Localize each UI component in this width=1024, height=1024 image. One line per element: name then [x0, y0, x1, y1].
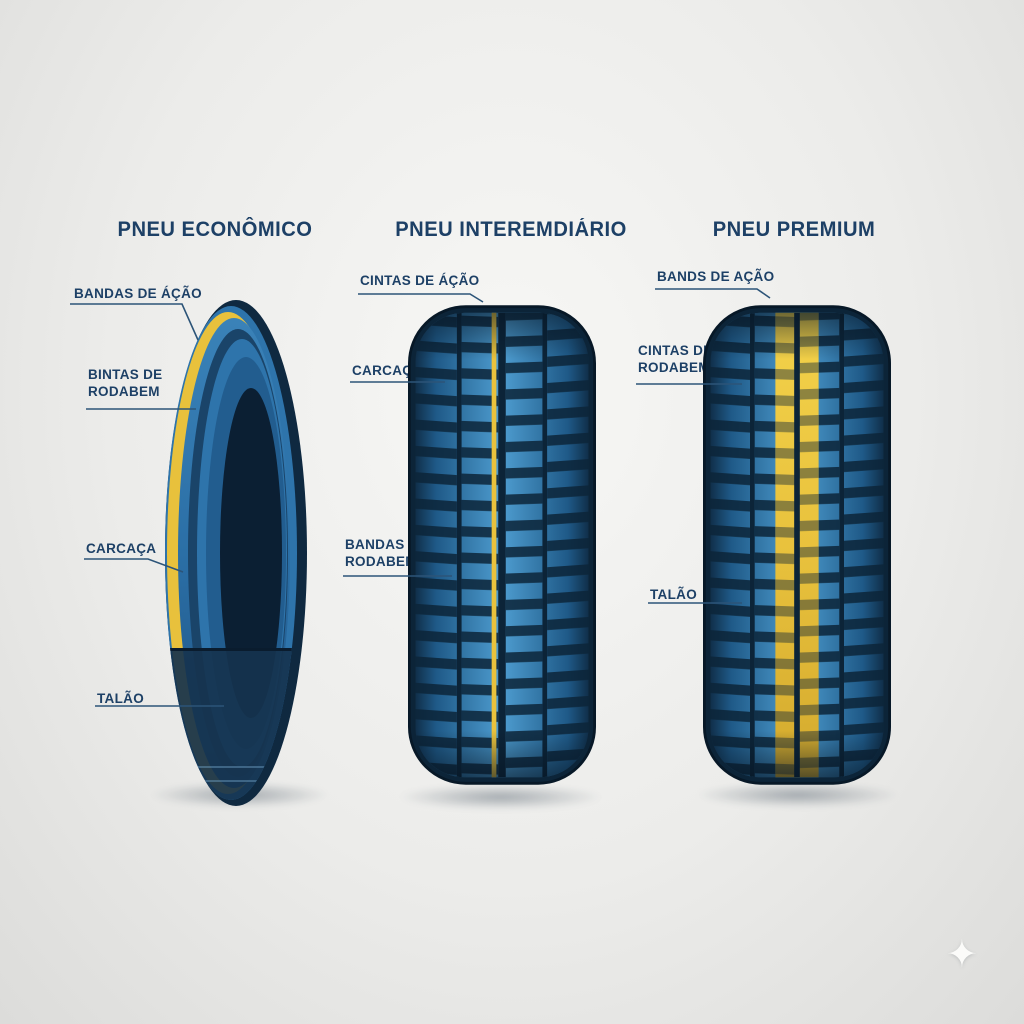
label-prem-bands-de-acao: BANDS DE AÇÃO	[657, 269, 775, 284]
label-mid-carcaca: CARCAÇA	[352, 363, 423, 378]
tire-shadow	[398, 784, 603, 810]
label-mid-cintas-de-acao: CINTAS DE ÁÇÃO	[360, 273, 480, 288]
tire-intermediario-illustration	[408, 305, 596, 785]
tire-shadow	[695, 782, 900, 808]
label-eco-carcaca: CARCAÇA	[86, 541, 157, 556]
label-eco-bintas-de-rodabem: BINTAS DE RODABEM	[88, 367, 163, 399]
label-prem-cintas-de-rodabem: CINTAS DE RODABEM	[638, 343, 713, 375]
tire-premium-illustration	[703, 305, 891, 785]
label-eco-bandas-de-acao: BANDAS DE ÁÇÃO	[74, 286, 202, 301]
title-pneu-intermediario: PNEU INTEREMDIÁRIO	[395, 218, 627, 241]
sparkle-icon: ✦	[946, 934, 978, 976]
label-eco-talao: TALÃO	[97, 691, 144, 706]
title-pneu-premium: PNEU PREMIUM	[712, 218, 876, 241]
tire-economico-illustration	[165, 300, 307, 806]
tire-tread-pattern	[710, 312, 884, 778]
title-pneu-economico: PNEU ECONÔMICO	[117, 218, 313, 241]
tire-inner-hole	[220, 388, 282, 718]
tire-tread-pattern	[415, 312, 589, 778]
label-prem-talao: TALÃO	[650, 587, 697, 602]
label-mid-bandas-de-rodabem: BANDAS DE RODABEM	[345, 537, 428, 569]
